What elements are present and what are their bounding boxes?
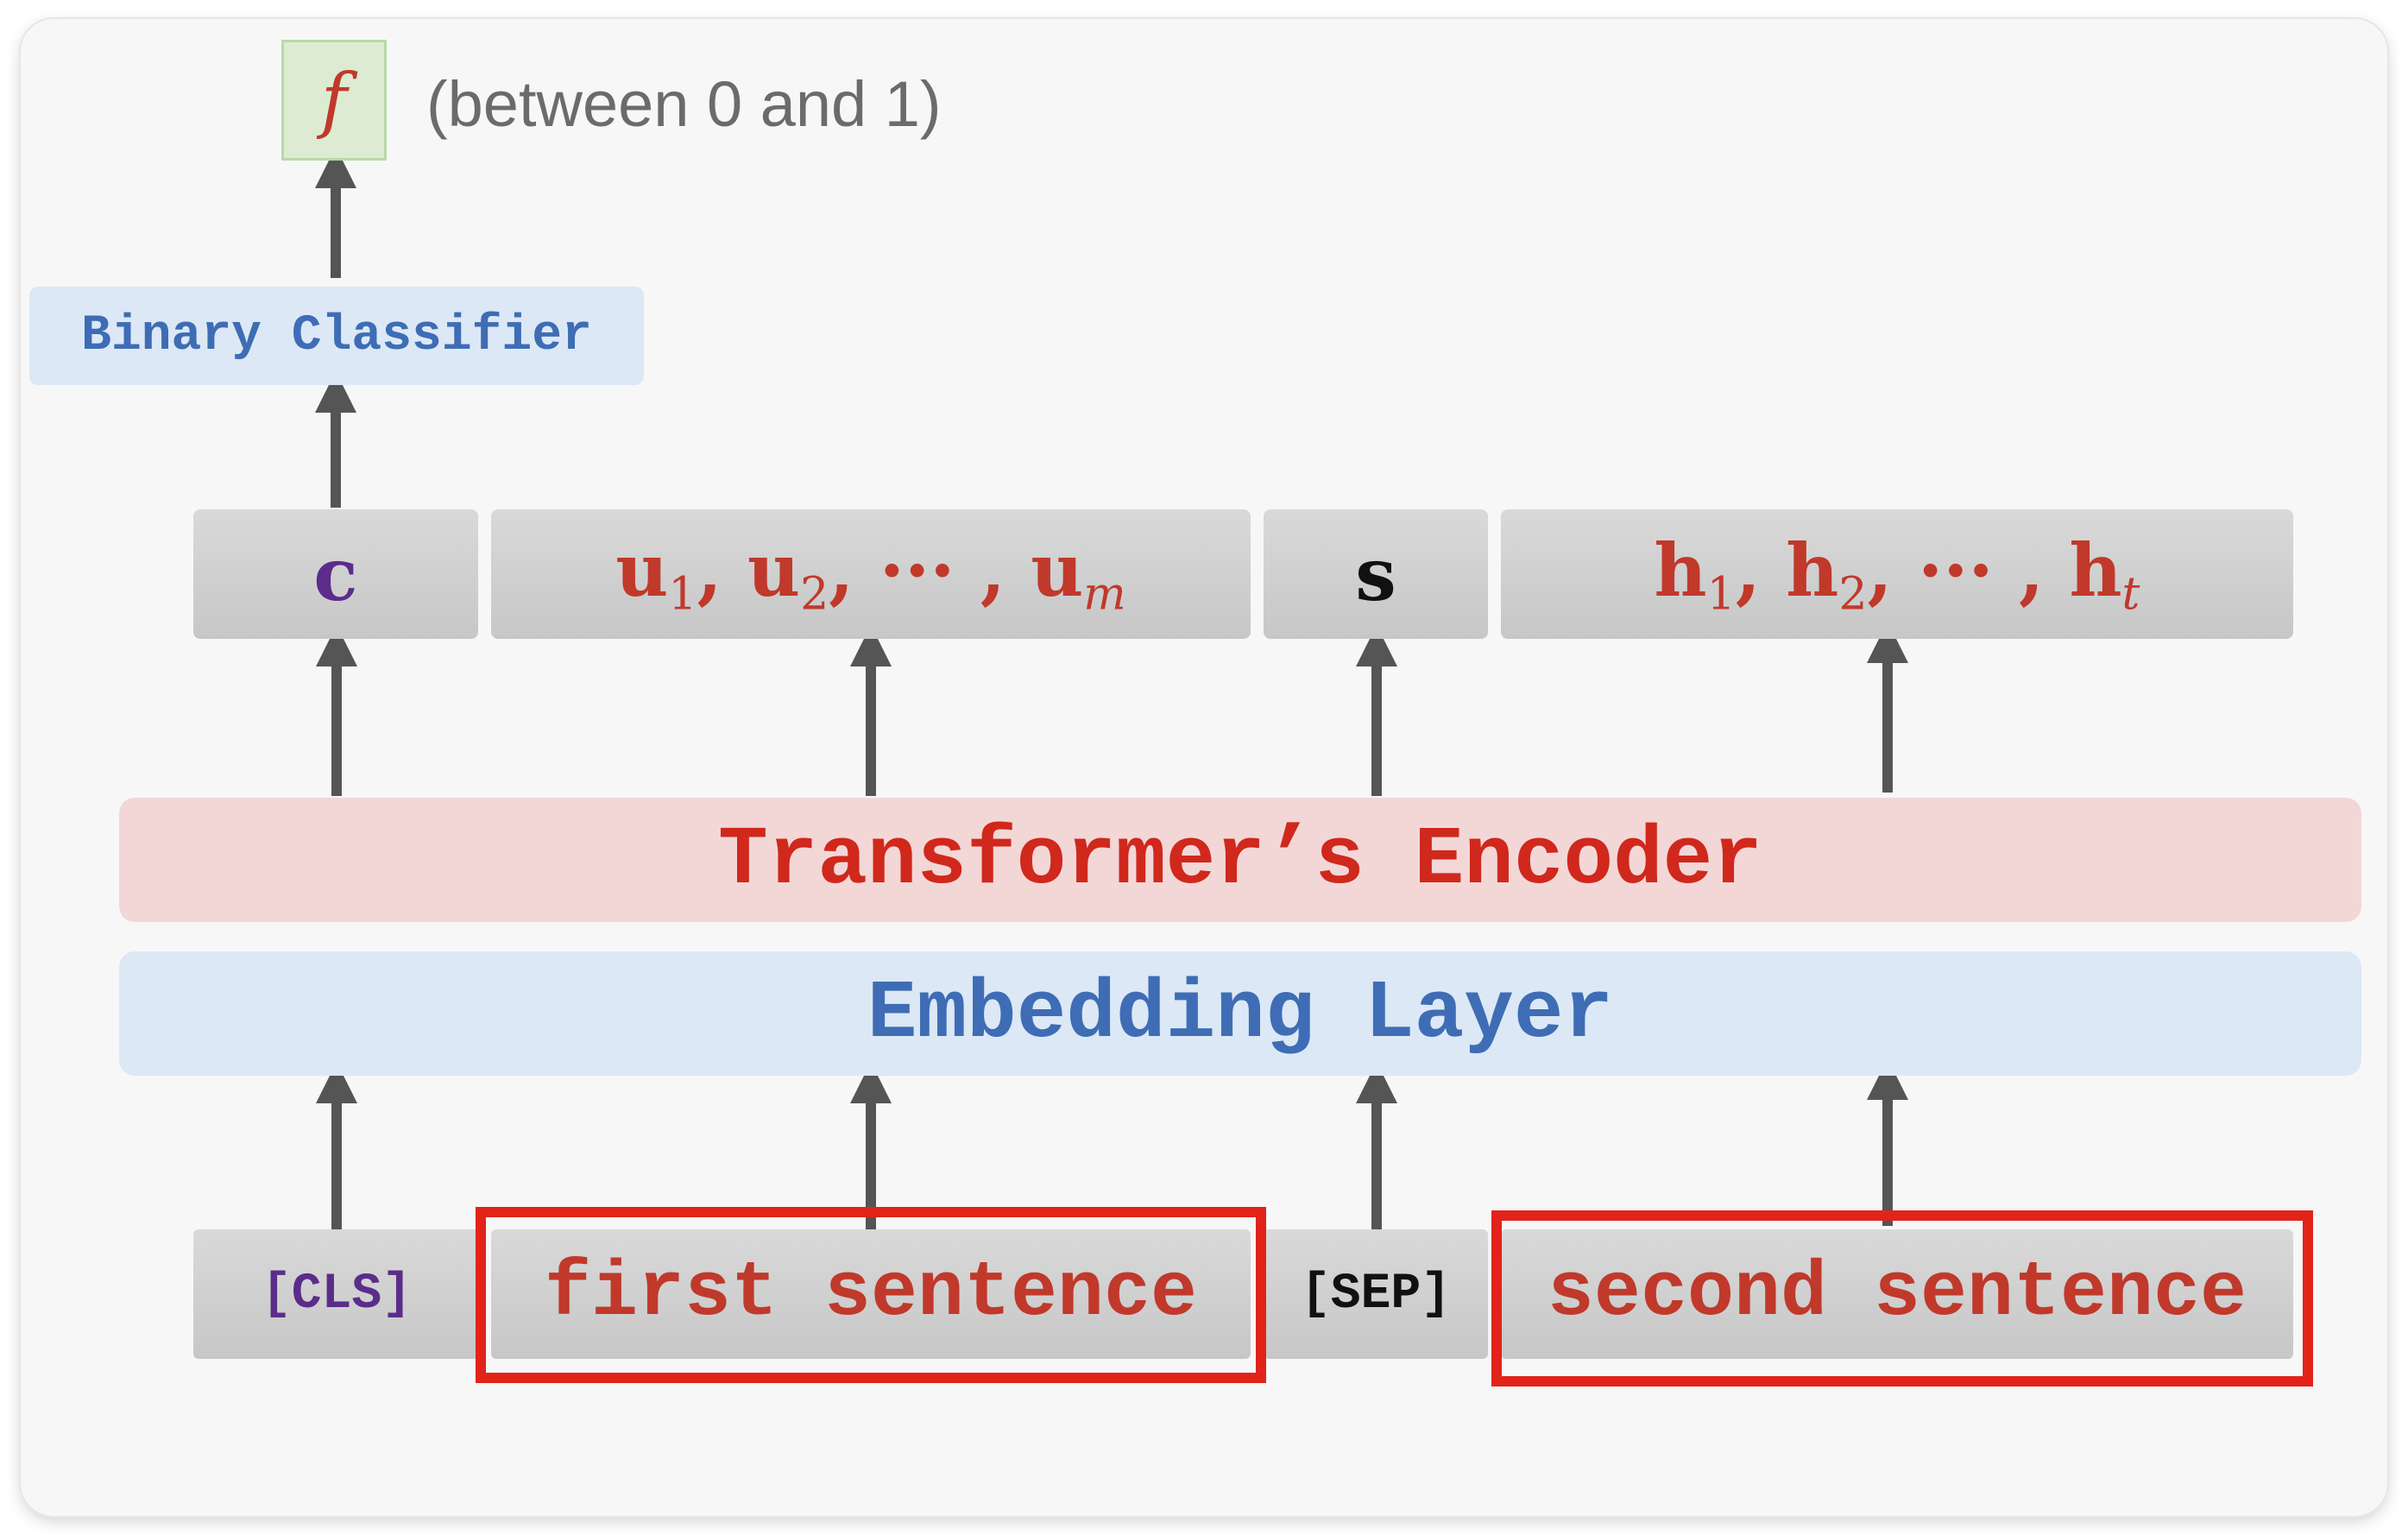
diagram-canvas: f (between 0 and 1) Binary Classifier c … (21, 19, 2387, 1516)
token-cls: [CLS] (193, 1229, 480, 1359)
output-f-box: f (281, 40, 387, 161)
token-sep: [SEP] (1264, 1229, 1488, 1359)
embedding-layer-box: Embedding Layer (119, 951, 2361, 1076)
output-cell-c: c (193, 509, 478, 639)
output-u-sequence: u1, u2, ··· , um (615, 527, 1126, 621)
output-h-sequence: h1, h2, ··· , ht (1654, 527, 2140, 621)
highlight-first-sentence (476, 1207, 1266, 1383)
output-c-label: c (313, 531, 358, 617)
token-second-sentence: second sentence (1501, 1229, 2293, 1359)
binary-classifier-box: Binary Classifier (29, 287, 644, 385)
output-s-label: s (1355, 531, 1396, 617)
output-f-symbol: f (320, 59, 348, 142)
transformer-encoder-box: Transformer’s Encoder (119, 798, 2361, 922)
token-first-sentence: first sentence (491, 1229, 1251, 1359)
output-cell-u: u1, u2, ··· , um (491, 509, 1251, 639)
highlight-second-sentence (1491, 1210, 2313, 1387)
arrows-layer (315, 147, 1908, 1229)
output-cell-s: s (1264, 509, 1488, 639)
output-range-note: (between 0 and 1) (426, 67, 942, 140)
output-cell-h: h1, h2, ··· , ht (1501, 509, 2293, 639)
